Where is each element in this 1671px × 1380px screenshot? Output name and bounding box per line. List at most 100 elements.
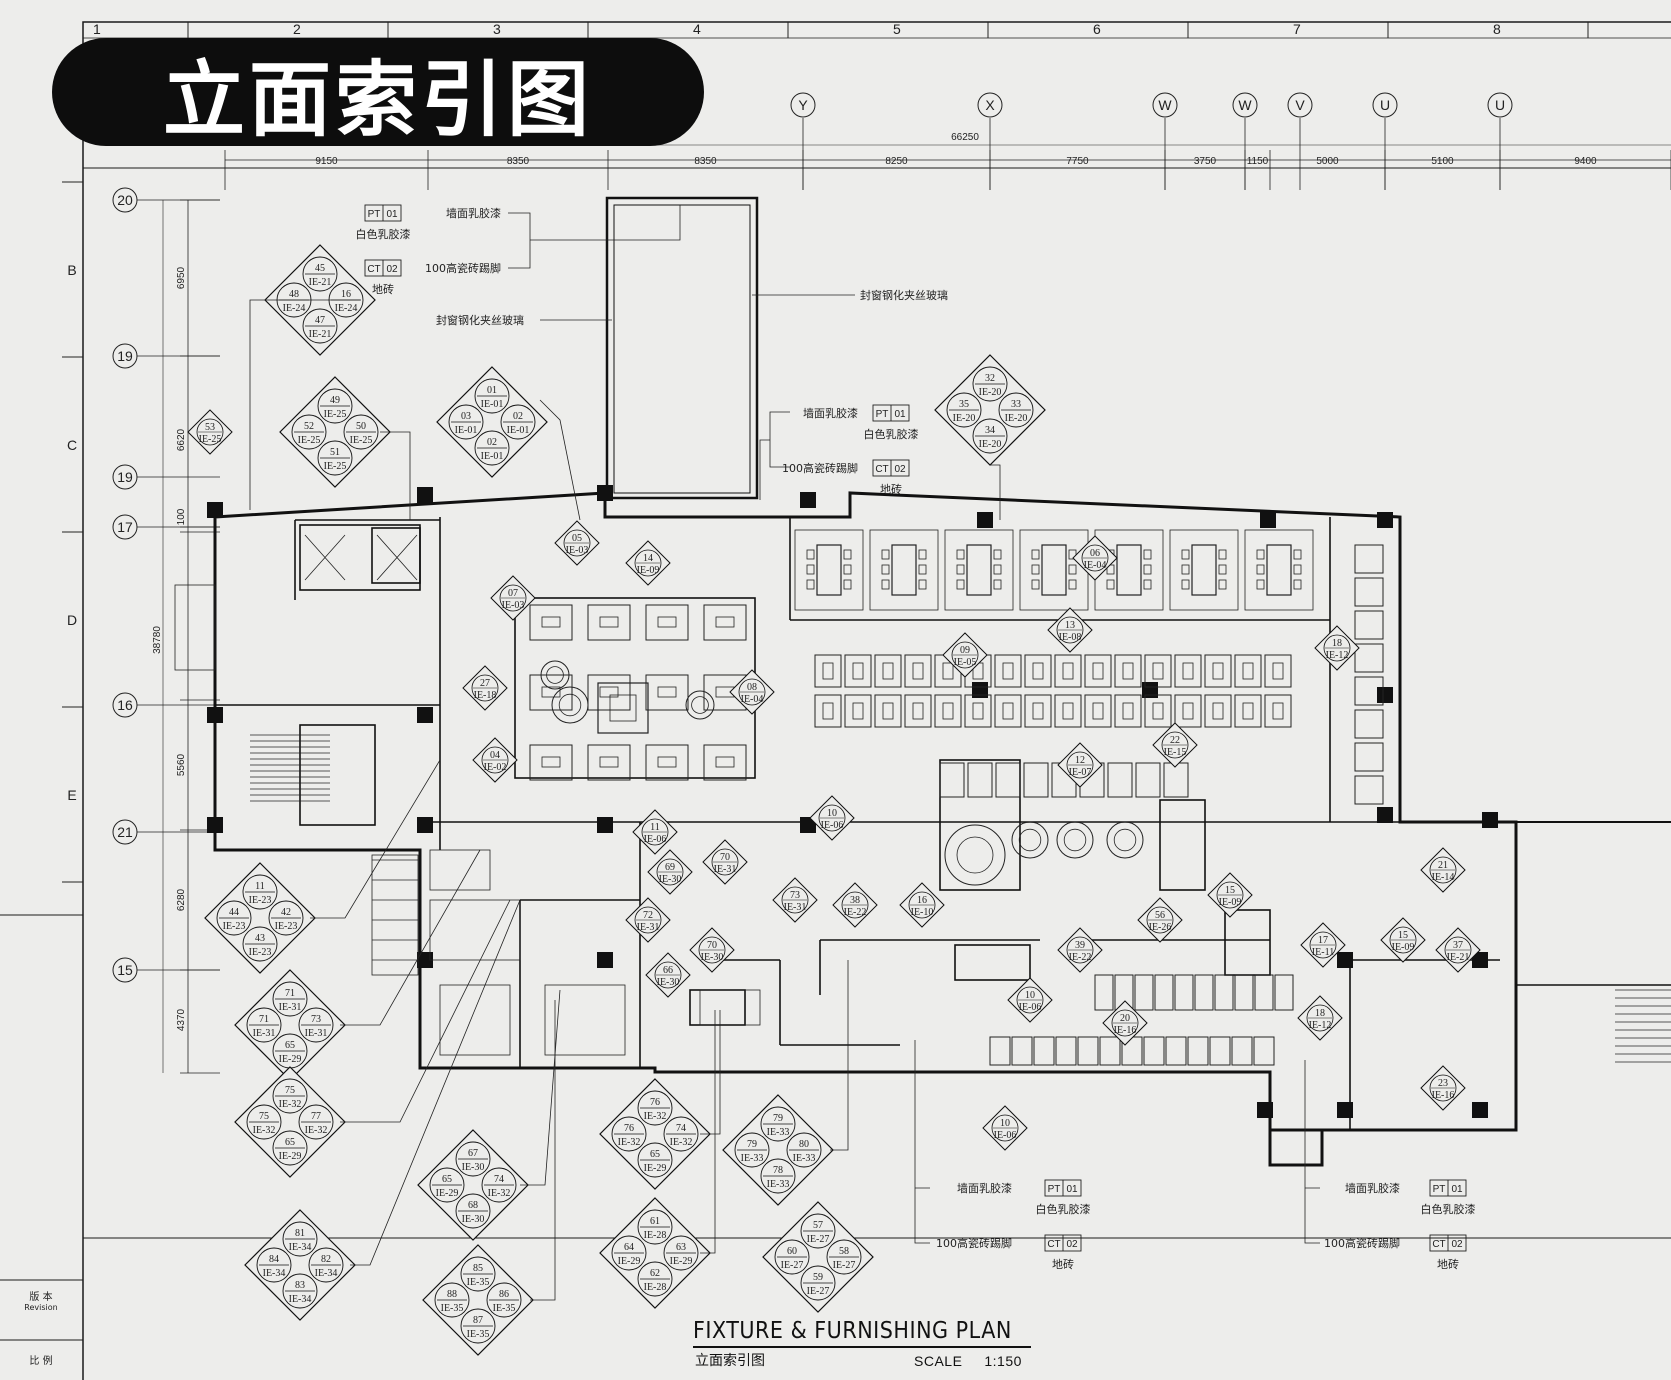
elevation-number: 76 [624,1123,634,1134]
elevation-sheet-code: IE-29 [279,1151,302,1162]
booth-table [1272,662,1284,680]
elevation-sheet-code: IE-21 [309,277,332,288]
index-leader-line [350,899,521,1266]
marker-circle [196,418,224,446]
booth-seat [1055,1036,1077,1066]
dining-table-4 [645,674,689,711]
elevation-sheet-code: IE-20 [953,413,976,424]
marker-sheet-code: IE-12 [1326,650,1349,661]
glass-screen [371,854,419,976]
round-table-top [1063,828,1087,852]
elevation-number: 02 [487,437,497,448]
marker-sheet-code: IE-09 [637,565,660,576]
marker-circle [499,584,527,612]
chair [1143,549,1152,560]
banner-title: 立面索引图 [162,52,593,148]
diamond-quadrant [760,1158,796,1194]
booth-seat [1094,974,1114,1011]
elevation-sheet-code: IE-01 [481,451,504,462]
diamond-quadrant [663,1235,699,1271]
diamond-quadrant [786,1132,822,1168]
kitchen-fixture [429,849,491,891]
elevation-number: 47 [315,315,325,326]
elevation-number: 60 [787,1246,797,1257]
finish-num-01: 01 [386,209,398,220]
marker-circle [471,674,499,702]
elevator-cross [304,534,346,581]
private-room-partition [869,529,939,611]
drawing-title: FIXTURE & FURNISHING PLAN [693,1318,1012,1344]
chair [843,579,852,590]
structural-column [1472,952,1488,968]
booth-seat [1134,974,1154,1011]
round-table-top [1113,828,1137,852]
diamond-frame [422,1244,534,1356]
dining-table [1191,544,1217,596]
entrance-canopy [174,584,216,671]
structural-column [597,485,613,501]
diamond-quadrant [429,1167,465,1203]
booth-seat [1033,1036,1055,1066]
chair [1143,564,1152,575]
booth-seat [1214,974,1234,1011]
finish-desc-white-paint: 白色乳胶漆 [1421,1202,1476,1216]
booth-seat [1114,694,1142,728]
diamond-quadrant [455,1193,491,1229]
index-leader-line [340,899,511,1123]
dining-table [891,544,917,596]
leader-label-wall-paint: 墙面乳胶漆 [446,206,501,220]
marker-number: 12 [1075,755,1085,766]
booth-seat [1354,775,1384,805]
marker-sheet-code: IE-30 [701,952,724,963]
structural-column [1260,512,1276,528]
private-room-partition [1169,529,1239,611]
marker-circle [634,549,662,577]
leader-label-wall-paint: 墙面乳胶漆 [803,406,858,420]
marker-circle [1389,926,1417,954]
elevation-sheet-code: IE-28 [644,1230,667,1241]
elevation-sheet-code: IE-33 [767,1127,790,1138]
booth-seat [1084,694,1112,728]
structural-column [1257,1102,1273,1118]
diamond-quadrant [972,418,1008,454]
elevation-sheet-code: IE-25 [298,435,321,446]
marker-circle [1016,986,1044,1014]
leader-label-skirting: 100高瓷砖踢脚 [425,261,501,275]
finish-num-01: 01 [1066,1184,1078,1195]
private-room-partition [944,529,1014,611]
elevation-sheet-code: IE-29 [618,1256,641,1267]
diamond-quadrant [302,256,338,292]
elevation-number: 68 [468,1200,478,1211]
chair [1031,564,1040,575]
diamond-quadrant [291,414,327,450]
booth-seat [1354,610,1384,640]
revision-label-en: Revision [24,1303,58,1312]
leader-line [759,411,790,500]
marker-sheet-code: IE-04 [1084,560,1107,571]
booth-table [912,662,924,680]
elevation-number: 43 [255,933,265,944]
chair [1293,564,1302,575]
table-top [599,756,619,768]
elevation-sheet-code: IE-20 [979,439,1002,450]
elevation-number: 79 [773,1113,783,1124]
elevation-number: 73 [311,1014,321,1025]
booth-seat [904,654,932,688]
round-table [1011,821,1049,859]
booth-seat [967,762,993,798]
marker-number: 10 [1000,1118,1010,1129]
booth-seat [1354,643,1384,673]
chair [806,549,815,560]
elevation-sheet-code: IE-01 [481,399,504,410]
marker-sheet-code: IE-26 [1149,922,1172,933]
